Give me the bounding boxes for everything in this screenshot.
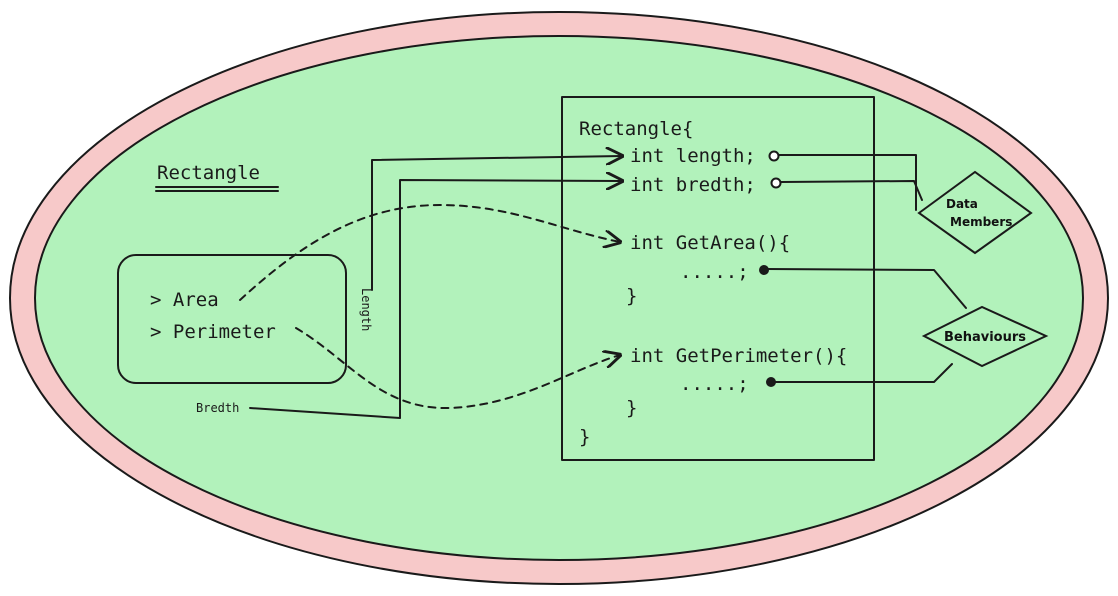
code-method-perimeter-close: } xyxy=(626,397,637,419)
code-method-perimeter: int GetPerimeter(){ xyxy=(630,345,847,367)
code-box xyxy=(561,96,875,461)
bredth-arrow xyxy=(249,180,622,419)
length-member-dot xyxy=(768,150,780,162)
perimeter-behaviour-dot xyxy=(766,377,776,387)
code-method-perimeter-body: .....; xyxy=(680,373,749,395)
code-method-area-close: } xyxy=(626,285,637,307)
length-arrow xyxy=(371,156,622,291)
code-method-area-body: .....; xyxy=(680,261,749,283)
data-members-diamond xyxy=(917,170,1033,255)
behaviours-label: Behaviours xyxy=(944,330,1026,345)
object-title: Rectangle xyxy=(157,162,260,184)
perimeter-to-behaviours xyxy=(773,363,953,383)
length-to-data-members xyxy=(778,154,917,211)
property-area: > Area xyxy=(150,289,219,311)
inner-ellipse xyxy=(34,35,1084,561)
bredth-label: Bredth xyxy=(196,401,239,415)
property-perimeter: > Perimeter xyxy=(150,321,276,343)
bredth-member-dot xyxy=(770,177,782,189)
code-field-bredth: int bredth; xyxy=(630,174,756,196)
area-dashed-arrow xyxy=(239,203,620,301)
properties-box xyxy=(117,254,347,384)
code-method-area: int GetArea(){ xyxy=(630,232,790,254)
area-to-behaviours xyxy=(765,268,967,309)
length-label: Length xyxy=(359,288,373,331)
code-field-length: int length; xyxy=(630,145,756,167)
code-class-close: } xyxy=(579,426,590,448)
data-members-label-2: Members xyxy=(950,215,1012,229)
area-behaviour-dot xyxy=(759,265,769,275)
behaviours-diamond xyxy=(921,305,1049,368)
data-members-label-1: Data xyxy=(946,197,978,211)
code-class-open: Rectangle{ xyxy=(579,118,693,140)
bredth-to-data-members xyxy=(780,180,923,201)
perimeter-dashed-arrow xyxy=(295,327,620,410)
